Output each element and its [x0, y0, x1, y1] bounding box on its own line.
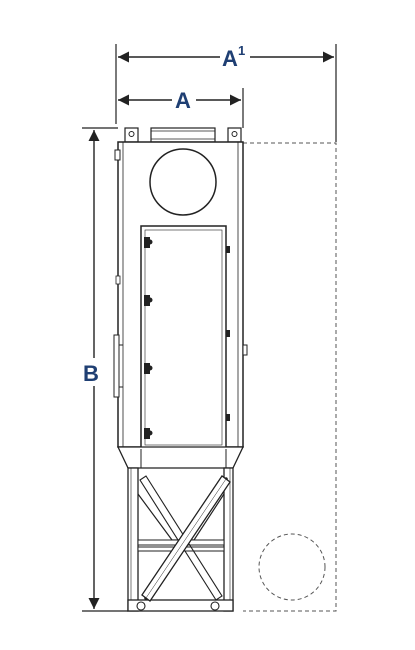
right-hinge-3 — [226, 414, 230, 421]
dimension-b: B — [80, 127, 128, 612]
door-latch-3 — [144, 363, 153, 374]
caster-left — [136, 601, 146, 611]
door-latch-4 — [144, 428, 153, 439]
side-fitting-mid — [115, 275, 121, 285]
b-label: B — [83, 361, 99, 386]
lifting-tab-hole-left — [128, 131, 135, 137]
leg-left — [127, 467, 139, 612]
right-hinge-2 — [226, 330, 230, 337]
right-fitting — [242, 344, 248, 356]
access-door-inner — [144, 229, 223, 446]
dimension-a: A — [117, 88, 244, 128]
caster-right — [210, 601, 220, 611]
right-hinge-1 — [226, 246, 230, 253]
cross-brace-rear — [139, 475, 223, 601]
cabinet-top — [124, 127, 242, 143]
outlet-opening — [149, 148, 217, 216]
a1-superscript: 1 — [238, 43, 245, 58]
hopper-shoulder — [116, 446, 245, 469]
a-label-bg — [172, 88, 196, 112]
a1-label: A — [222, 46, 238, 71]
dimension-a1: A 1 — [115, 43, 337, 142]
dashed-boundary — [243, 142, 337, 612]
base-frame — [127, 467, 234, 612]
b-label-bg — [80, 358, 108, 386]
top-collar — [150, 127, 216, 143]
door-latch-1 — [144, 237, 153, 248]
hopper-transition — [116, 446, 245, 469]
a-label: A — [175, 88, 191, 113]
base-plate — [127, 599, 234, 612]
side-handle — [113, 334, 120, 398]
door-latch-2 — [144, 295, 153, 306]
inlet-extension-outline — [243, 142, 337, 612]
cabinet-body — [113, 141, 248, 450]
side-fitting-top — [114, 149, 121, 161]
dashed-inlet-circle — [258, 533, 326, 601]
a1-label-bg — [220, 44, 250, 68]
lifting-tab-hole-right — [231, 131, 238, 137]
access-door — [140, 225, 227, 450]
